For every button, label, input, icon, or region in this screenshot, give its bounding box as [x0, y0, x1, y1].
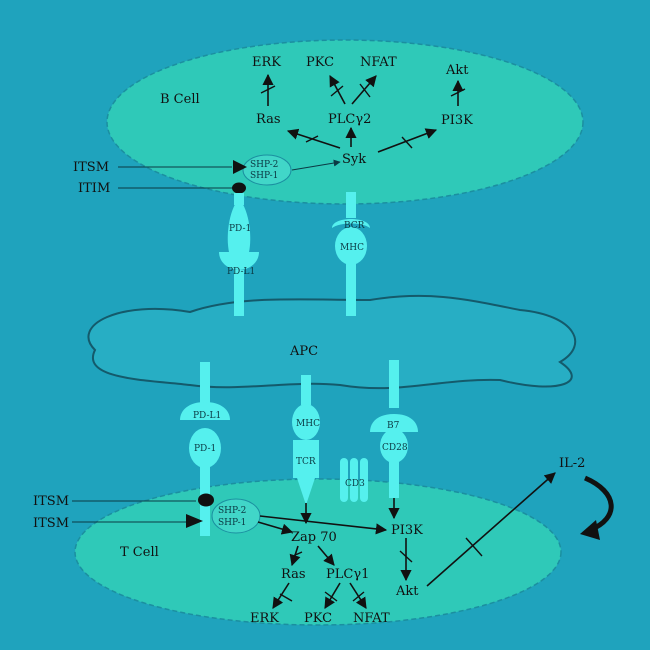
t-shp-pi3k-arrow — [259, 515, 388, 535]
t-nfat-label: NFAT — [353, 611, 390, 626]
t-pdl1-label: PD-L1 — [193, 411, 221, 421]
b-pi3k-label: PI3K — [441, 113, 473, 128]
t-tcr-mhc-complex — [292, 375, 320, 505]
b-akt-label: Akt — [445, 63, 469, 78]
t-itsm2-label: ITSM — [33, 516, 69, 531]
t-akt-label: Akt — [395, 584, 419, 599]
t-plc-nfat-arrow — [349, 582, 367, 609]
t-il2-label: IL-2 — [559, 456, 585, 471]
t-shp1-label: SHP-1 — [218, 518, 246, 528]
b-itim-motif — [232, 182, 246, 194]
b-plc-label: PLCγ2 — [328, 112, 371, 127]
t-cell-membrane — [74, 478, 562, 626]
b-syk-label: Syk — [342, 152, 366, 167]
b-itim-label: ITIM — [78, 181, 110, 196]
t-plc-pkc-arrow — [324, 582, 341, 609]
t-itsm-label: ITSM — [33, 494, 69, 509]
b-pd1-receptor — [219, 193, 259, 316]
t-zap70-plc-arrow — [317, 545, 335, 566]
t-cd28-label: CD28 — [382, 443, 408, 453]
t-pkc-label: PKC — [304, 611, 332, 626]
b-cell-membrane — [106, 39, 584, 205]
b-mhc-label: MHC — [340, 243, 364, 253]
t-pi3k-label: PI3K — [391, 523, 423, 538]
b-pkc-label: PKC — [306, 55, 334, 70]
b-pd1-label: PD-1 — [229, 224, 251, 234]
t-akt-il2-arrow — [426, 472, 556, 587]
b-shp1-label: SHP-1 — [250, 171, 278, 181]
b-syk-ras-arrow — [286, 128, 341, 149]
apc-title: APC — [289, 344, 318, 359]
il2-feedback-arc — [583, 475, 614, 533]
t-zap70-label: Zap 70 — [291, 530, 337, 545]
b-shp2-label: SHP-2 — [250, 160, 278, 170]
b-shp-syk-arrow — [291, 159, 341, 171]
t-mhc-label: MHC — [296, 419, 320, 429]
t-cd28-receptor — [370, 360, 418, 498]
t-tcr-label: TCR — [296, 457, 316, 467]
t-itim-motif — [198, 493, 214, 507]
b-itsm-motif — [233, 160, 247, 174]
b-ras-label: Ras — [256, 112, 281, 127]
t-cd3-complex — [340, 458, 368, 502]
t-erk-label: ERK — [250, 611, 279, 626]
t-b7-label: B7 — [387, 421, 400, 431]
t-shp2-label: SHP-2 — [218, 506, 246, 516]
t-itsm-motif — [186, 514, 203, 528]
b-inhibition-marks — [260, 83, 466, 149]
il2-feedback-arrowhead — [580, 520, 600, 540]
b-nfat-label: NFAT — [360, 55, 397, 70]
b-itsm-label: ITSM — [73, 160, 109, 175]
t-pd1-label: PD-1 — [194, 444, 216, 454]
t-ras-erk-arrow — [272, 582, 290, 609]
b-pdl1-label: PD-L1 — [227, 267, 255, 277]
b-cell-title: B Cell — [160, 92, 200, 107]
t-cd3-label: CD3 — [345, 479, 365, 489]
t-cell-title: T Cell — [120, 545, 159, 560]
t-shp-zap70-arrow — [257, 521, 294, 535]
b-shp-bubble — [242, 154, 292, 186]
b-syk-pi3k-arrow — [377, 128, 438, 153]
t-inhibition-marks — [279, 537, 483, 602]
t-plc-label: PLCγ1 — [326, 567, 369, 582]
t-ras-label: Ras — [281, 567, 306, 582]
apc-cell-body — [87, 294, 577, 390]
b-bcr-label: BCR — [344, 221, 365, 231]
t-signal-arrows — [257, 472, 556, 609]
b-bcr-mhc-complex — [332, 192, 370, 316]
b-erk-label: ERK — [252, 55, 281, 70]
